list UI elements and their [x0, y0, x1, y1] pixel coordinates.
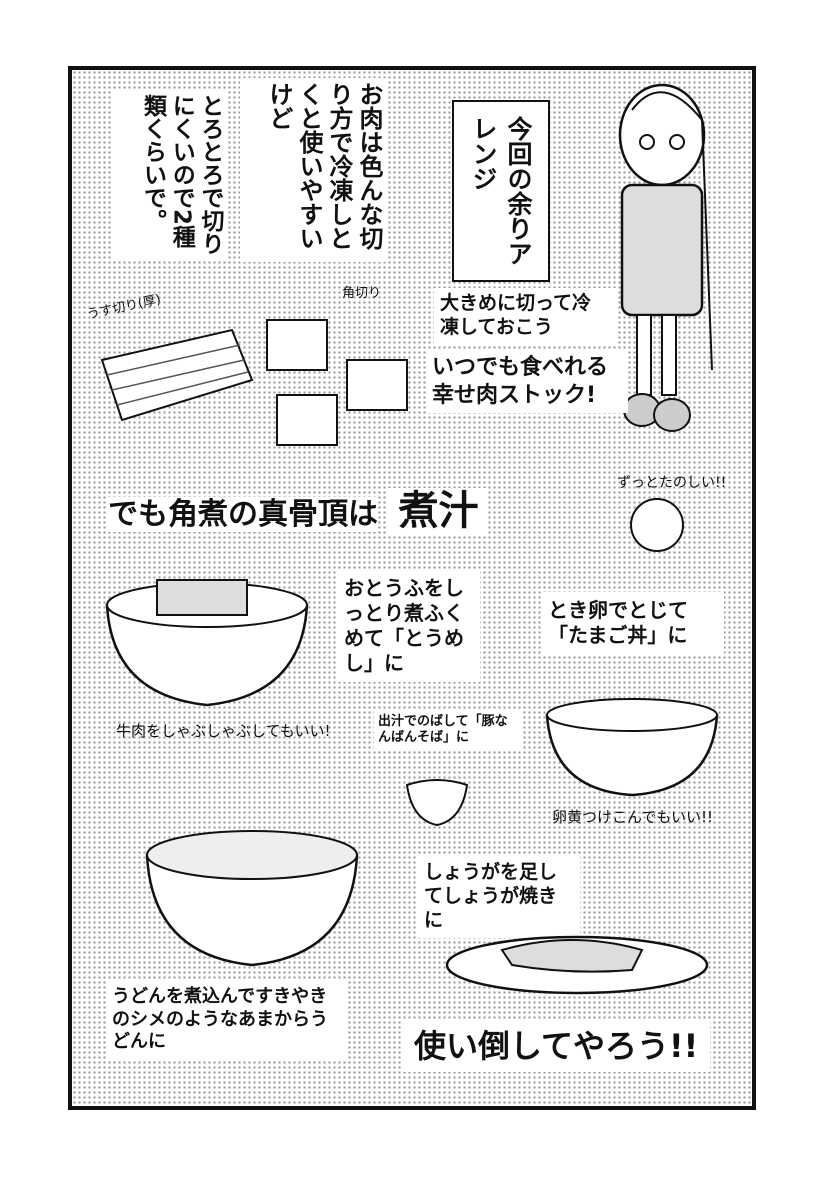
character-shout: ずっとたのしい!!	[617, 475, 727, 491]
arrange-soba: 出汁でのばして「豚なんばんそば」に	[374, 710, 522, 751]
soba-bowl-illustration	[405, 779, 469, 827]
narration-meat: お肉は色んな切り方で冷凍しとくと使いやすいけど	[240, 78, 388, 262]
tip-stock: いつでも食べれる幸せ肉ストック!	[426, 350, 628, 413]
character-illustration	[618, 83, 713, 432]
headline-prefix: でも角煮の真骨頂は	[108, 497, 378, 532]
manga-panel: お肉は色んな切り方で冷凍しとくと使いやすいけど とろとろで切りにくいので2種類く…	[68, 66, 756, 1110]
egg-bowl-illustration	[545, 698, 719, 797]
tip-freeze: 大きめに切って冷凍しておこう	[434, 288, 616, 344]
ginger-pork-plate-illustration	[445, 935, 709, 995]
label-cube: 角切り	[342, 286, 382, 301]
narration-two-kinds: とろとろで切りにくいので2種類くらいで。	[112, 90, 228, 260]
cubed-meat-illustration	[266, 319, 408, 446]
arrange-ginger: しょうがを足してしょうが焼きに	[418, 855, 580, 939]
headline: でも角煮の真骨頂は 煮汁	[100, 482, 496, 540]
note-beef: 牛肉をしゃぶしゃぶしてもいい!	[116, 722, 331, 740]
sliced-meat-illustration	[100, 328, 254, 422]
label-thin-slice: うす切り(厚)	[85, 292, 163, 323]
chibi-character	[630, 498, 684, 552]
note-yolk: 卵黄つけこんでもいい!!	[552, 808, 713, 826]
speech-bubble: 今回の余りアレンジ	[452, 100, 550, 282]
closing: 使い倒してやろう!!	[402, 1020, 711, 1072]
arrange-egg: とき卵でとじて「たまご丼」に	[542, 592, 724, 654]
arrange-tofu: おとうふをしっとり煮ふくめて「とうめし」に	[338, 570, 480, 682]
udon-bowl-illustration	[145, 830, 359, 967]
arrange-udon: うどんを煮込んですきやきのシメのようなあまからうどんに	[106, 980, 348, 1060]
tofu-bowl-illustration	[105, 579, 309, 707]
headline-emphasis: 煮汁	[388, 488, 489, 534]
